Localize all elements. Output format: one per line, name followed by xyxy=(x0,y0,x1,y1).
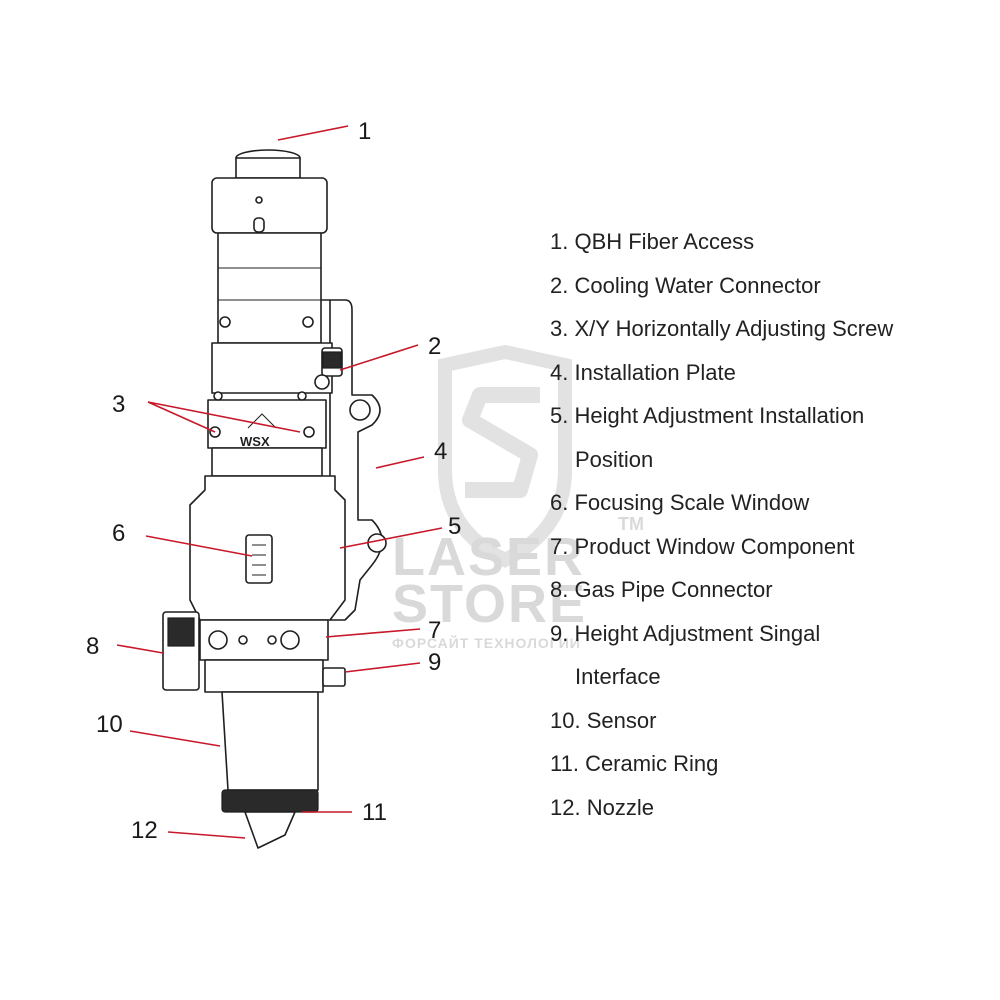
leader-line-7 xyxy=(325,628,421,638)
barrel-screw-icon xyxy=(219,316,231,328)
legend-item-text: 2. Cooling Water Connector xyxy=(550,272,821,298)
callout-10: 10 xyxy=(96,711,123,738)
ceramic-ring xyxy=(221,789,319,813)
leader-line-1 xyxy=(277,125,349,141)
leader-line-3a xyxy=(147,401,216,433)
callout-4: 4 xyxy=(434,438,447,465)
legend-item: 11. Ceramic Ring xyxy=(550,742,990,786)
leader-line-4 xyxy=(375,456,425,469)
nozzle xyxy=(244,811,296,849)
gas-pipe-knurl xyxy=(167,617,195,647)
callout-numbers: 1 2 3 4 5 6 7 8 9 10 11 12 xyxy=(86,118,461,844)
legend-item: 12. Nozzle xyxy=(550,786,990,830)
adjusting-lower-block xyxy=(211,447,323,477)
legend-item: 2. Cooling Water Connector xyxy=(550,264,990,308)
legend-item: 3. X/Y Horizontally Adjusting Screw xyxy=(550,307,990,351)
xy-adjusting-block xyxy=(207,399,327,449)
watermark-s-mark-icon xyxy=(462,387,540,498)
collimator-ring xyxy=(211,342,333,394)
callout-7: 7 xyxy=(428,617,441,644)
legend-item: 8. Gas Pipe Connector xyxy=(550,568,990,612)
lower-collar xyxy=(204,659,324,693)
qbh-neck xyxy=(235,157,301,179)
cooling-fitting xyxy=(314,374,330,390)
legend-item-text: 10. Sensor xyxy=(550,707,657,733)
height-adjustment-signal-interface xyxy=(322,667,346,687)
callout-1: 1 xyxy=(358,118,371,145)
window-screw-icon xyxy=(238,635,248,645)
collar-slot xyxy=(253,217,265,233)
window-screw-icon xyxy=(267,635,277,645)
leader-line-12 xyxy=(167,831,246,839)
legend-item-text: 4. Installation Plate xyxy=(550,359,736,385)
legend-item-text: 11. Ceramic Ring xyxy=(550,751,719,776)
leader-line-10 xyxy=(129,730,221,747)
callout-6: 6 xyxy=(112,520,125,547)
cooling-water-knurl xyxy=(322,351,342,369)
callout-2: 2 xyxy=(428,333,441,360)
parts-legend: 1. QBH Fiber Access 2. Cooling Water Con… xyxy=(550,220,990,829)
legend-item-text: 5. Height Adjustment Installation xyxy=(550,403,865,428)
leader-line-2 xyxy=(339,344,419,371)
callout-12: 12 xyxy=(131,817,158,844)
leader-line-6 xyxy=(145,535,253,557)
legend-item-continuation: Interface xyxy=(575,664,661,689)
xy-adjusting-screw-right xyxy=(303,426,315,438)
legend-item-text: 6. Focusing Scale Window xyxy=(550,490,810,515)
watermark: LASER TM STORE ФОРСАЙТ ТЕХНОЛОГИИ xyxy=(392,344,644,651)
collar-dot-icon xyxy=(255,196,263,204)
qbh-upper-collar xyxy=(211,177,328,234)
callout-3: 3 xyxy=(112,391,125,418)
callout-5: 5 xyxy=(448,513,461,540)
legend-item-continuation: Position xyxy=(575,446,654,472)
legend-item-text: 3. X/Y Horizontally Adjusting Screw xyxy=(550,316,894,341)
watermark-brand-line2: STORE xyxy=(392,574,587,634)
leader-line-3b xyxy=(147,401,301,433)
laser-head-drawing: WSX xyxy=(162,149,387,849)
legend-item-text: 12. Nozzle xyxy=(550,794,654,820)
window-knob-left xyxy=(208,630,228,650)
focusing-scale-window xyxy=(245,534,273,584)
legend-item-text: 9. Height Adjustment Singal xyxy=(550,620,821,646)
watermark-trademark: TM xyxy=(618,514,644,534)
leader-lines xyxy=(116,125,443,839)
leader-line-8 xyxy=(116,644,164,654)
legend-item: 4. Installation Plate xyxy=(550,351,990,395)
watermark-brand-line1: LASER xyxy=(392,527,585,587)
callout-9: 9 xyxy=(428,649,441,676)
legend-item-text: 8. Gas Pipe Connector xyxy=(550,577,773,602)
watermark-shield-icon xyxy=(438,344,572,568)
block-screw-icon xyxy=(297,391,307,401)
callout-11: 11 xyxy=(362,799,387,826)
legend-item-text: 1. QBH Fiber Access xyxy=(550,229,755,254)
window-knob-right xyxy=(280,630,300,650)
legend-item: 7. Product Window Component xyxy=(550,525,990,569)
legend-item: 1. QBH Fiber Access xyxy=(550,220,990,264)
block-screw-icon xyxy=(213,391,223,401)
leader-line-5 xyxy=(339,527,443,549)
callout-8: 8 xyxy=(86,633,99,660)
legend-item: 10. Sensor xyxy=(550,699,990,743)
legend-item: 6. Focusing Scale Window xyxy=(550,481,990,525)
leader-line-9 xyxy=(344,662,421,673)
plate-hole-bottom xyxy=(367,533,387,553)
device-logo: WSX xyxy=(240,434,270,449)
watermark-tagline: ФОРСАЙТ ТЕХНОЛОГИИ xyxy=(392,634,581,651)
plate-hole-top xyxy=(349,399,371,421)
legend-item-text: 7. Product Window Component xyxy=(550,533,855,559)
sensor xyxy=(221,691,319,791)
barrel-screw-icon xyxy=(302,316,314,328)
